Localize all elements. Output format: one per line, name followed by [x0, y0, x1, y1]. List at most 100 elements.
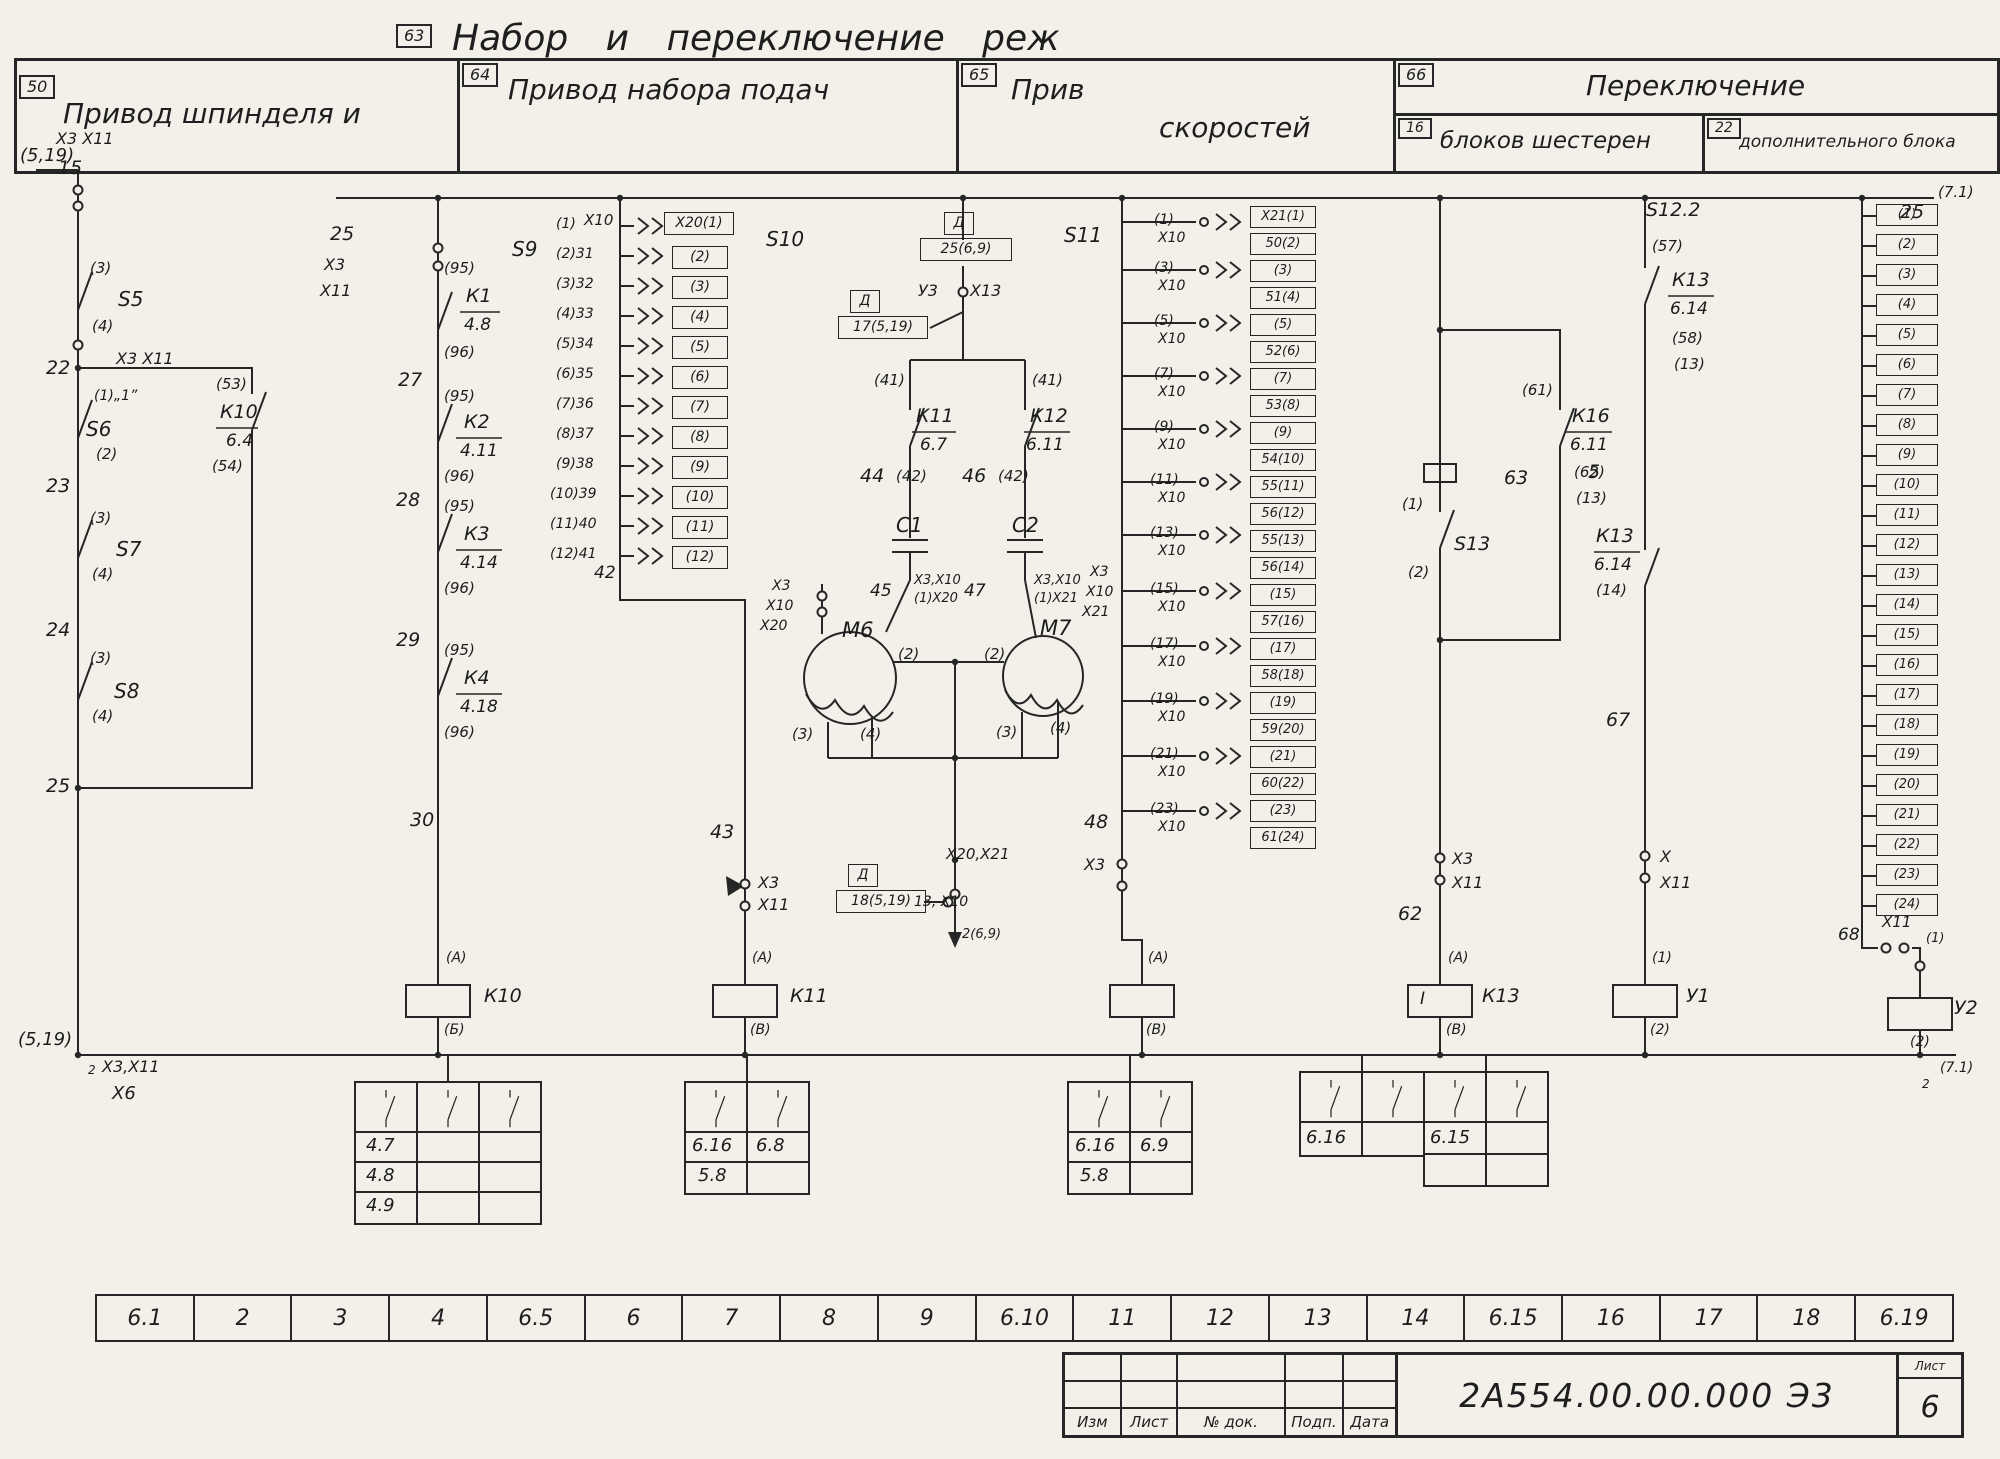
zone-ref-22: 22	[1707, 118, 1741, 140]
schematic-label: (54)	[212, 457, 243, 475]
schematic-label: 6.14	[1670, 299, 1708, 319]
title-block-column-label: Лист	[1129, 1413, 1168, 1431]
pin-box: (4)	[1876, 294, 1938, 316]
schematic-label: (2)	[1408, 563, 1430, 581]
schematic-label: (9)38	[556, 456, 594, 472]
coil-y1	[1612, 984, 1678, 1018]
schematic-label: (96)	[444, 467, 475, 485]
schematic-label: (17)	[1150, 636, 1179, 652]
title-block-empty-cell	[1285, 1382, 1343, 1409]
capacitor-c2	[1007, 539, 1043, 553]
coil-k13	[1407, 984, 1473, 1018]
schematic-label: 29	[396, 629, 421, 651]
schematic-label: X3 X11	[116, 349, 174, 368]
schematic-label: (4)	[92, 707, 114, 725]
pin-box: (18)	[1876, 714, 1938, 736]
zone-cell: 17	[1661, 1296, 1759, 1340]
motor-bottom-leads	[827, 702, 1059, 759]
title-block-column: Изм	[1065, 1355, 1122, 1435]
band-cell-speed: 65 Прив скоростей	[959, 61, 1396, 171]
schematic-label: Х6	[112, 1083, 136, 1104]
title-block-empty-cell	[1065, 1382, 1120, 1409]
zone-ref-16: 16	[1398, 118, 1432, 140]
schematic-label: (42)	[896, 467, 927, 485]
schematic-label: X10	[1158, 764, 1186, 780]
schematic-label: X10	[1158, 599, 1186, 615]
sheet-title-text: Набор и переключение реж	[452, 18, 1060, 59]
motor-m7	[1002, 635, 1084, 717]
s10-row-stubs	[620, 225, 634, 557]
schematic-label: X11	[758, 895, 790, 914]
schematic-label: (1)X21	[1034, 591, 1078, 606]
pin-box: X20(1)	[664, 212, 734, 235]
schematic-label: X10	[1158, 819, 1186, 835]
schematic-label: (96)	[444, 343, 475, 361]
pin-box: 55(11)	[1250, 476, 1316, 498]
schematic-label: (8)37	[556, 426, 594, 442]
schematic-label: (13)	[1674, 355, 1705, 373]
schematic-label: (19)	[1150, 691, 1179, 707]
zone-cell: 8	[781, 1296, 879, 1340]
schematic-label: (3)32	[556, 276, 594, 292]
schematic-label: (15)	[1150, 581, 1179, 597]
schematic-label: (1)	[556, 216, 576, 232]
schematic-label: (12)41	[550, 546, 597, 562]
schematic-label: X11	[1882, 913, 1912, 931]
zone-ref-63: 63	[396, 24, 433, 48]
schematic-label: (А)	[752, 950, 773, 966]
schematic-label: 6.7	[920, 435, 948, 455]
title-block-column-label: Изм	[1077, 1413, 1108, 1431]
pin-box: (8)	[672, 426, 728, 449]
pin-box: 17(5,19)	[838, 316, 928, 339]
schematic-label: (В)	[750, 1022, 771, 1038]
schematic-label: (1)	[1652, 950, 1672, 966]
schematic-label: 15	[58, 157, 83, 179]
pin-box: (11)	[672, 516, 728, 539]
schematic-label: (2)31	[556, 246, 594, 262]
schematic-label: К13	[1672, 269, 1710, 291]
ink-mark	[726, 876, 744, 896]
schematic-label: X10	[1158, 437, 1186, 453]
schematic-label: S12.2	[1646, 199, 1701, 221]
zone-cell: 6.5	[488, 1296, 586, 1340]
pin-box: (5)	[1876, 324, 1938, 346]
schematic-label: X10	[584, 211, 614, 229]
schematic-label: К16	[1572, 405, 1610, 427]
function-band: 50 Привод шпинделя и 64 Привод набора по…	[14, 58, 2000, 174]
zone-cell: 6.19	[1879, 1305, 1929, 1331]
motor-m6	[803, 631, 897, 725]
pin-box: (3)	[1876, 264, 1938, 286]
pin-box: 54(10)	[1250, 449, 1316, 471]
schematic-label: S9	[512, 237, 538, 261]
pin-box: 58(18)	[1250, 665, 1316, 687]
right-ladder-stubs	[1862, 215, 1876, 907]
schematic-label: X10	[1158, 230, 1186, 246]
pin-box: (3)	[1250, 260, 1316, 282]
schematic-label: (95)	[444, 497, 475, 515]
schematic-label: (11)	[1150, 472, 1179, 488]
pin-box: (10)	[1876, 474, 1938, 496]
schematic-label: X3	[772, 578, 791, 594]
s10-column-wire	[619, 198, 746, 985]
schematic-label: 62	[1398, 903, 1423, 925]
band-label-switching: Переключение	[1586, 69, 1806, 102]
schematic-label: (В)	[1446, 1022, 1467, 1038]
capacitor-c1	[892, 539, 928, 553]
pin-box: (11)	[1876, 504, 1938, 526]
right-ladder-wire	[1861, 198, 1878, 949]
pin-box: Д	[850, 290, 880, 313]
schematic-label: (3)	[996, 723, 1018, 741]
motor-m6-winding	[805, 693, 894, 722]
schematic-label: 6.4	[226, 431, 254, 451]
pin-box: X21(1)	[1250, 206, 1316, 228]
schematic-label: (9)	[1154, 419, 1174, 435]
title-block-empty-cell	[1121, 1355, 1177, 1382]
k16-contact-branch	[1440, 329, 1561, 641]
schematic-label: 6.14	[1594, 555, 1632, 575]
junction-dots	[74, 194, 1924, 1059]
pin-box: (19)	[1250, 692, 1316, 714]
sheet-cell: Лист 6	[1899, 1355, 1961, 1435]
schematic-label: 4.18	[460, 697, 498, 717]
schematic-label: (4)	[1050, 719, 1072, 737]
